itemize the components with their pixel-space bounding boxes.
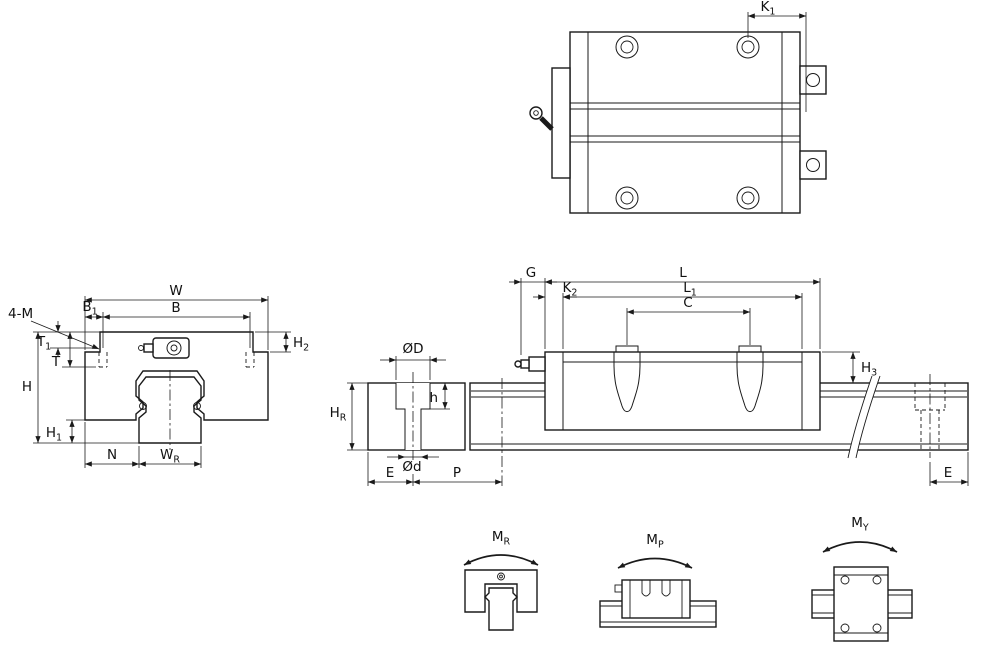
hidden-mount-hole <box>914 374 946 458</box>
dim-label-n: N <box>107 447 117 463</box>
bolt-holes-top <box>615 35 760 210</box>
dim-label-l: L <box>679 265 687 281</box>
dim-w: W <box>84 283 269 350</box>
moment-mr: MR <box>463 529 539 631</box>
yaw-arrow-icon <box>822 541 898 553</box>
moment-icons: MR MP MY <box>463 515 913 642</box>
pitch-arrow-icon <box>617 557 693 569</box>
carriage-cross-section <box>84 331 269 421</box>
front-view: W B B1 4-M H2 T1 <box>8 283 309 468</box>
rail-break-lines <box>847 375 881 459</box>
dim-label-t: T <box>51 354 61 370</box>
dim-h3: H3 <box>822 351 877 384</box>
dim-label-diaD: ØD <box>402 341 423 357</box>
dim-label-hbore: h <box>429 390 438 406</box>
label-4m: 4-M <box>8 306 100 350</box>
rail-cross-section <box>138 370 202 450</box>
dim-label-h3: H3 <box>861 360 877 379</box>
dim-label-b1: B1 <box>82 299 97 318</box>
dim-b1: B1 <box>82 299 104 320</box>
dim-label-l1: L1 <box>683 280 697 299</box>
moment-label-my: MY <box>851 515 869 534</box>
dim-label-diad: Ød <box>402 459 421 475</box>
side-view: G L K2 L1 C H3 <box>330 265 969 486</box>
dim-e-right: E <box>929 452 969 486</box>
dim-h1: H1 <box>46 419 85 444</box>
dim-diaD: ØD <box>380 341 446 380</box>
dim-label-w: W <box>169 283 182 299</box>
dim-k2: K2 <box>533 280 577 349</box>
dim-label-b: B <box>171 300 180 316</box>
dim-p: P <box>412 378 503 486</box>
dim-l1: L1 <box>562 280 803 349</box>
carriage-top-body <box>551 31 827 214</box>
dim-l: L <box>544 265 821 349</box>
dim-hrail: HR <box>330 382 368 451</box>
bolt-slot <box>736 352 764 413</box>
dim-label-e-right: E <box>944 465 953 481</box>
moment-label-mr: MR <box>492 529 511 548</box>
rail-section <box>367 372 466 460</box>
dim-c: C <box>626 295 751 345</box>
grease-nipple-side <box>514 356 546 372</box>
grease-nipple-top-icon <box>529 106 554 131</box>
dim-n: N <box>84 422 140 468</box>
dim-h: H <box>22 331 139 444</box>
moment-label-mp: MP <box>646 532 664 551</box>
dim-label-t1: T1 <box>36 334 51 353</box>
dim-label-wr: WR <box>160 447 180 466</box>
dim-label-p: P <box>453 465 461 481</box>
carriage-side <box>544 345 821 431</box>
dim-label-hrail: HR <box>330 405 347 424</box>
dim-label-e-left: E <box>386 465 395 481</box>
dim-hbore: h <box>429 382 450 410</box>
dim-label-k2: K2 <box>563 280 578 299</box>
moment-mp: MP <box>599 532 717 628</box>
dim-t: T <box>51 331 96 370</box>
moment-my: MY <box>811 515 913 642</box>
dim-k1: K1 <box>747 0 807 112</box>
dim-label-h2: H2 <box>293 335 309 354</box>
roll-arrow-icon <box>463 554 539 566</box>
dim-label-g: G <box>526 265 536 281</box>
dim-label-k1: K1 <box>761 0 776 18</box>
dim-diad: Ød <box>387 454 439 475</box>
grease-nipple-front <box>138 337 190 359</box>
dim-label-4m: 4-M <box>8 306 33 322</box>
dim-g: G <box>509 265 557 355</box>
dim-label-c: C <box>683 295 692 311</box>
dim-label-h: H <box>22 379 32 395</box>
dim-label-h1: H1 <box>46 425 62 444</box>
dim-wr: WR <box>138 446 202 468</box>
dim-h2: H2 <box>255 331 309 354</box>
bolt-slot <box>613 352 641 413</box>
top-view: K1 <box>529 0 827 214</box>
